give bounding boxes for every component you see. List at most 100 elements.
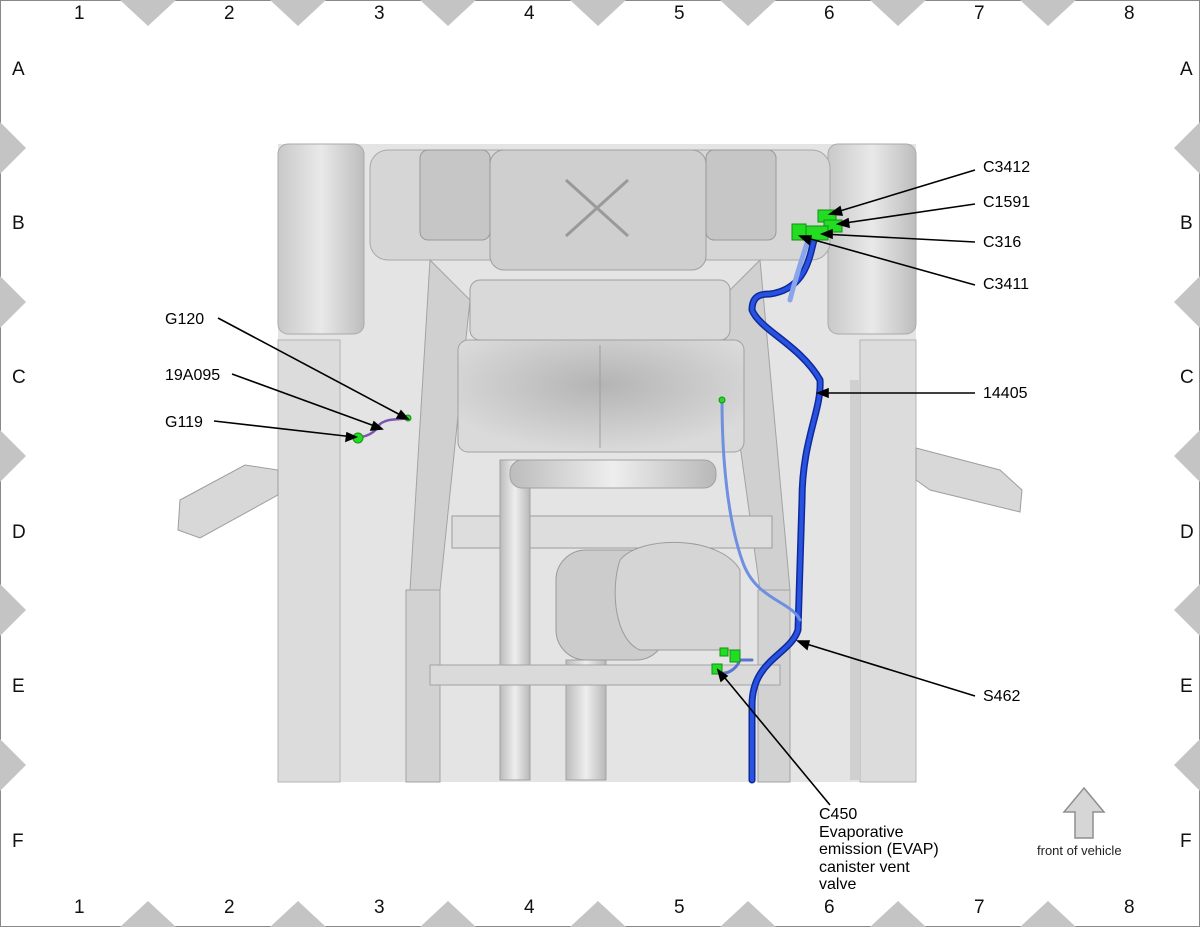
leader-c3411 xyxy=(799,235,976,286)
grid-col-bottom-6: 6 xyxy=(824,897,835,918)
marker-bottom-0 xyxy=(120,901,176,927)
grid-col-top-3: 3 xyxy=(374,3,385,24)
exhaust-pipe xyxy=(499,459,531,781)
connector-evap-top xyxy=(719,647,729,657)
c450-line-5: valve xyxy=(819,876,857,893)
leader-c450 xyxy=(719,671,831,806)
marker-left-2 xyxy=(0,430,26,482)
grid-col-top-5: 5 xyxy=(674,3,685,24)
vehicle-underbody xyxy=(177,143,1023,783)
leader-c1591 xyxy=(837,203,976,225)
leader-s462 xyxy=(799,641,976,697)
grid-row-right-D: D xyxy=(1180,522,1194,543)
front-crossmember xyxy=(429,664,781,686)
label-s462: S462 xyxy=(983,688,1021,705)
grid-col-top-2: 2 xyxy=(224,3,235,24)
left-rear-tire xyxy=(277,143,365,335)
harness-light-branch xyxy=(720,398,802,622)
left-rocker xyxy=(277,339,341,783)
harness-14405 xyxy=(750,230,823,782)
marker-right-1 xyxy=(1174,276,1200,328)
front-of-vehicle-label: front of vehicle xyxy=(1037,843,1122,858)
harness-light-upper xyxy=(787,237,811,303)
label-14405: 14405 xyxy=(983,385,1028,402)
label-c1591: C1591 xyxy=(983,194,1031,211)
leader-lines xyxy=(213,169,976,806)
harness-19a095 xyxy=(354,416,412,440)
spring-left xyxy=(419,149,491,241)
grid-row-right-C: C xyxy=(1180,367,1194,388)
left-step xyxy=(177,464,279,539)
right-tailgate-strip xyxy=(850,380,860,780)
connector-s462 xyxy=(729,649,741,663)
marker-bottom-3 xyxy=(570,901,626,927)
label-19a095: 19A095 xyxy=(165,367,221,384)
wire-harnesses xyxy=(354,228,824,784)
grid-col-top-1: 1 xyxy=(74,3,85,24)
fuel-tank xyxy=(457,339,745,453)
marker-bottom-4 xyxy=(720,901,776,927)
marker-left-1 xyxy=(0,276,26,328)
connector-fuel-top xyxy=(718,396,726,404)
leader-g119 xyxy=(213,420,355,438)
marker-top-6 xyxy=(1020,0,1076,26)
marker-top-3 xyxy=(570,0,626,26)
right-rocker xyxy=(859,339,917,783)
label-c450: C450 Evaporative emission (EVAP) caniste… xyxy=(819,806,939,894)
left-frame-lower xyxy=(405,589,441,783)
grid-row-left-D: D xyxy=(12,522,26,543)
grid-col-top-8: 8 xyxy=(1124,3,1135,24)
grid-row-right-E: E xyxy=(1180,676,1193,697)
grid-col-bottom-3: 3 xyxy=(374,897,385,918)
grid-col-top-7: 7 xyxy=(974,3,985,24)
marker-bottom-2 xyxy=(420,901,476,927)
grid-col-bottom-7: 7 xyxy=(974,897,985,918)
marker-bottom-6 xyxy=(1020,901,1076,927)
marker-left-0 xyxy=(0,122,26,174)
grid-col-bottom-8: 8 xyxy=(1124,897,1135,918)
marker-bottom-5 xyxy=(870,901,926,927)
marker-right-0 xyxy=(1174,122,1200,174)
exhaust-pipe-upper xyxy=(509,459,717,489)
grid-col-bottom-5: 5 xyxy=(674,897,685,918)
marker-bottom-1 xyxy=(270,901,326,927)
marker-top-5 xyxy=(870,0,926,26)
marker-top-2 xyxy=(420,0,476,26)
grid-col-top-4: 4 xyxy=(524,3,535,24)
right-step xyxy=(915,447,1023,513)
front-arrow-icon xyxy=(1062,786,1106,839)
c450-line-4: canister vent xyxy=(819,858,910,876)
grid-row-left-B: B xyxy=(12,213,25,234)
leader-g120 xyxy=(217,317,407,419)
evap-canister xyxy=(614,541,741,651)
label-c316: C316 xyxy=(983,234,1022,251)
marker-top-0 xyxy=(120,0,176,26)
marker-top-4 xyxy=(720,0,776,26)
spring-right xyxy=(705,149,777,241)
c450-line-1: C450 xyxy=(819,806,858,823)
right-frame-lower xyxy=(757,589,791,783)
grid-col-bottom-4: 4 xyxy=(524,897,535,918)
label-c3411: C3411 xyxy=(983,276,1029,293)
grid-col-bottom-2: 2 xyxy=(224,897,235,918)
label-g119: G119 xyxy=(165,414,203,431)
marker-left-3 xyxy=(0,584,26,636)
grid-row-left-C: C xyxy=(12,367,26,388)
rear-crossmember xyxy=(469,279,731,341)
grid-row-right-B: B xyxy=(1180,213,1193,234)
c450-line-3: emission (EVAP) xyxy=(819,841,939,858)
grid-row-left-F: F xyxy=(12,831,24,852)
leader-c316 xyxy=(821,233,976,243)
marker-left-4 xyxy=(0,739,26,791)
grid-row-right-A: A xyxy=(1180,59,1193,80)
grid-col-top-6: 6 xyxy=(824,3,835,24)
leader-19a095 xyxy=(231,373,381,429)
grid-row-left-A: A xyxy=(12,59,25,80)
grid-row-left-E: E xyxy=(12,676,25,697)
grid-col-bottom-1: 1 xyxy=(74,897,85,918)
marker-right-3 xyxy=(1174,584,1200,636)
label-g120: G120 xyxy=(165,311,205,328)
